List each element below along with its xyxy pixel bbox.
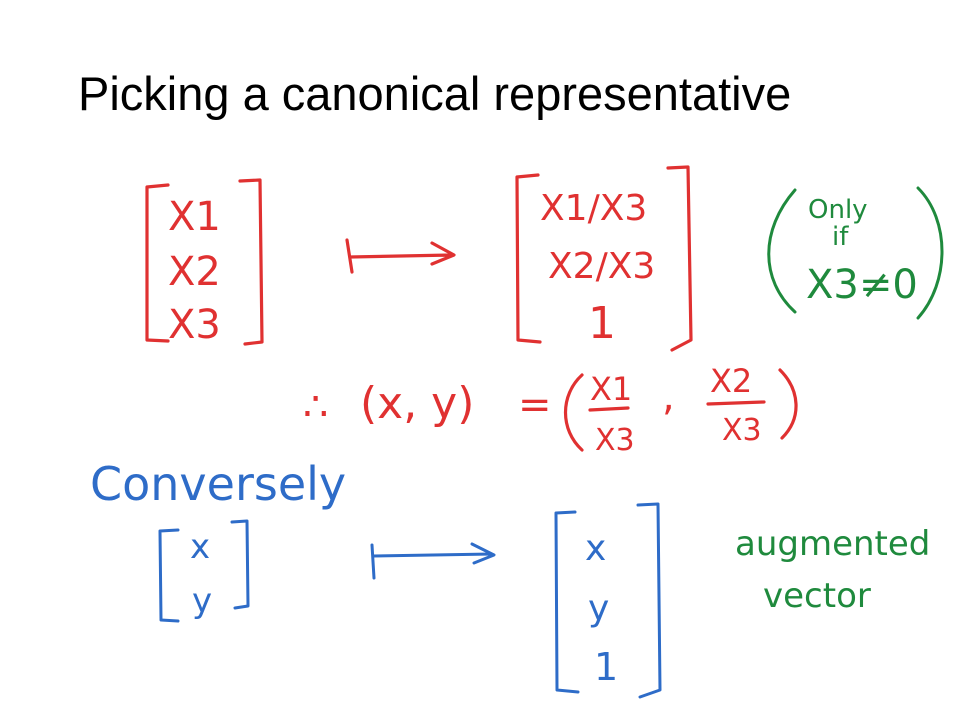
therefore-symbol: ∴: [303, 384, 328, 430]
right-vector-entry-2: X2/X3: [548, 246, 655, 287]
rhs-close-paren: [778, 368, 798, 440]
augmented-note-line-1: augmented: [735, 524, 930, 564]
blue-left-close-bracket: [230, 519, 250, 610]
conversely-heading: Conversely: [90, 457, 346, 511]
blue-text: Conversely x y x y 1: [90, 457, 618, 689]
equation-lhs: (x, y): [360, 378, 474, 429]
right-vector-close-bracket: [666, 165, 693, 352]
blue-right-close-bracket: [636, 502, 662, 699]
red-mapping: [145, 165, 798, 452]
left-vector-entry-3: X3: [168, 302, 221, 348]
condition-line-1: Only: [808, 195, 868, 225]
right-vector-open-bracket: [515, 173, 542, 344]
condition-close-paren: [916, 186, 944, 320]
slide-title: Picking a canonical representative: [78, 67, 792, 120]
green-augmented-note: augmented vector: [735, 524, 930, 616]
equation-rhs-separator: ,: [662, 374, 675, 420]
blue-right-open-bracket: [554, 510, 580, 694]
condition-open-paren: [767, 188, 797, 314]
equation-rhs-left-denominator: X3: [595, 423, 635, 458]
red-text: X1 X2 X3 X1/X3 X2/X3 1 ∴ (x, y) = X1 X3 …: [168, 188, 762, 458]
augmented-note-line-2: vector: [763, 576, 871, 616]
condition-line-3: X3≠0: [806, 262, 918, 308]
equation-equals: =: [518, 382, 552, 428]
condition-line-2: if: [832, 222, 849, 252]
blue-strokes: [158, 502, 662, 699]
right-vector-entry-1: X1/X3: [540, 188, 647, 229]
fraction-bar-right: [706, 400, 766, 406]
equation-rhs-right-denominator: X3: [722, 413, 762, 448]
blue-right-vector-entry-3: 1: [594, 645, 618, 689]
maps-to-arrow-blue: [370, 542, 496, 580]
left-vector-close-bracket: [238, 178, 264, 346]
equation-rhs-right-numerator: X2: [710, 362, 752, 400]
fraction-bar-left: [588, 406, 630, 412]
left-vector-open-bracket: [145, 183, 170, 343]
blue-left-vector-entry-1: x: [190, 527, 210, 567]
rhs-open-paren: [563, 373, 584, 452]
left-vector-entry-1: X1: [168, 194, 221, 240]
left-vector-entry-2: X2: [168, 249, 221, 295]
blue-left-vector-entry-2: y: [192, 581, 212, 621]
green-condition-text: Only if X3≠0: [806, 195, 918, 308]
right-vector-entry-3: 1: [588, 298, 616, 349]
green-condition-parens: [767, 186, 944, 320]
blue-left-open-bracket: [158, 528, 180, 623]
maps-to-arrow-red: [345, 238, 456, 274]
equation-rhs-left-numerator: X1: [590, 370, 632, 408]
blue-right-vector-entry-2: y: [588, 588, 609, 629]
blue-right-vector-entry-1: x: [585, 528, 606, 569]
